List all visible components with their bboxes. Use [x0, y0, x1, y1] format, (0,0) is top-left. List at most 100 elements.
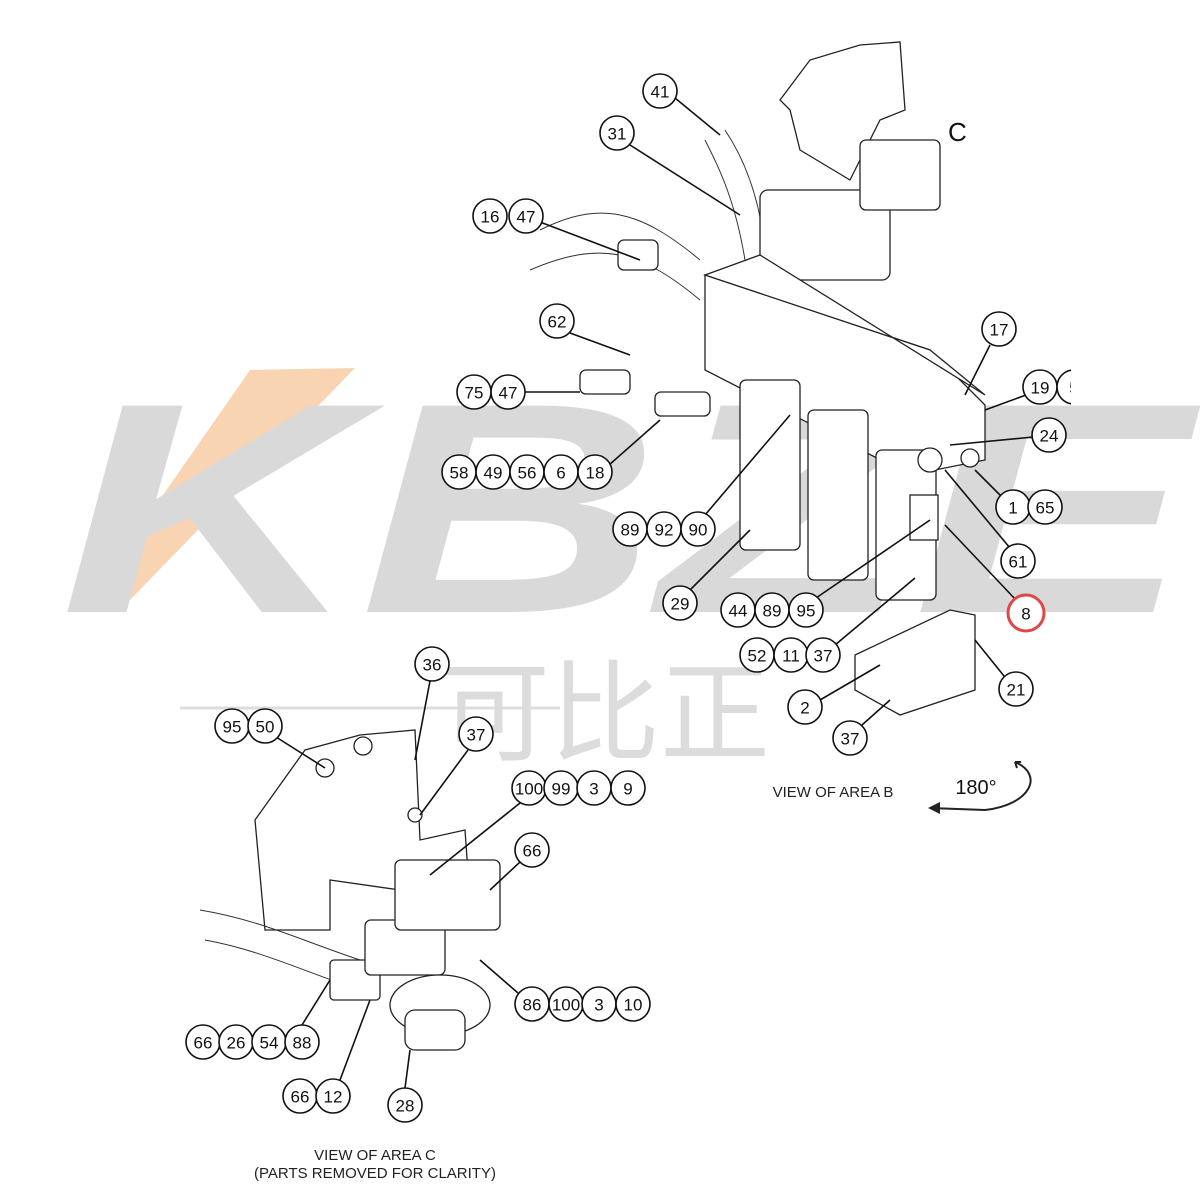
- callout-label: 1: [1008, 499, 1017, 518]
- callout-label: 21: [1007, 681, 1026, 700]
- callout-10: 10: [615, 986, 651, 1022]
- callout-label: 37: [841, 730, 860, 749]
- callout-circle: [490, 374, 526, 410]
- callout-100: 100: [511, 770, 547, 806]
- callout-label: 16: [481, 208, 500, 227]
- callout-95: 95: [788, 592, 824, 628]
- callout-label: 95: [223, 718, 242, 737]
- callout-circle: [315, 1078, 351, 1114]
- callout-label: 66: [523, 842, 542, 861]
- callout-circle: [284, 1024, 320, 1060]
- callout-66: 66: [514, 832, 550, 868]
- callout-3: 3: [581, 986, 617, 1022]
- callout-37: 37: [832, 720, 868, 756]
- callout-circle: [998, 671, 1034, 707]
- callout-88: 88: [284, 1024, 320, 1060]
- caption-area-c: VIEW OF AREA C: [314, 1147, 436, 1164]
- callout-26: 26: [218, 1024, 254, 1060]
- callout-31: 31: [599, 115, 635, 151]
- callout-label: 90: [689, 521, 708, 540]
- rotation-arrow-icon: [928, 802, 940, 814]
- callout-19: 19: [1022, 369, 1058, 405]
- callout-6: 6: [543, 454, 579, 490]
- callout-label: 66: [291, 1088, 310, 1107]
- callout-label: 89: [763, 602, 782, 621]
- callout-label: 62: [548, 313, 567, 332]
- callout-circle: [1027, 489, 1063, 525]
- callout-label: 61: [1009, 553, 1028, 572]
- callout-label: 29: [671, 595, 690, 614]
- callout-label: 17: [990, 321, 1009, 340]
- callout-label: 89: [621, 521, 640, 540]
- callout-label: 28: [396, 1097, 415, 1116]
- callout-2: 2: [787, 689, 823, 725]
- leader-lines: [275, 97, 1034, 1089]
- callout-47: 47: [508, 198, 544, 234]
- callout-label: 47: [499, 384, 518, 403]
- callout-circle: [577, 454, 613, 490]
- callout-circle: [788, 592, 824, 628]
- callout-circle: [1031, 417, 1067, 453]
- callout-label: 52: [748, 647, 767, 666]
- callout-56: 56: [509, 454, 545, 490]
- callout-95: 95: [214, 708, 250, 744]
- callout-100: 100: [548, 986, 584, 1022]
- callout-label: 95: [797, 602, 816, 621]
- callout-label: 56: [518, 464, 537, 483]
- callout-5: 5: [1056, 369, 1078, 405]
- callout-75: 75: [456, 374, 492, 410]
- callout-label: 10: [624, 996, 643, 1015]
- callout-circle: [662, 585, 698, 621]
- area-c-marker: C: [948, 117, 967, 147]
- callout-circle: [610, 770, 646, 806]
- callout-label: 92: [655, 521, 674, 540]
- callout-28: 28: [387, 1087, 423, 1123]
- callout-circle: [247, 708, 283, 744]
- callout-label: 3: [589, 780, 598, 799]
- callout-circle: [805, 637, 841, 673]
- callout-24: 24: [1031, 417, 1067, 453]
- callout-label: 99: [552, 780, 571, 799]
- callout-circle: [1056, 369, 1071, 405]
- callout-label: 24: [1040, 427, 1059, 446]
- rotation-indicator: 180°: [928, 761, 1032, 814]
- callout-47: 47: [490, 374, 526, 410]
- callout-label: 58: [450, 464, 469, 483]
- callout-circle: [832, 720, 868, 756]
- callout-37: 37: [805, 637, 841, 673]
- callout-label: 44: [729, 602, 748, 621]
- callout-41: 41: [642, 73, 678, 109]
- callout-1: 1: [995, 489, 1031, 525]
- callout-circle: [642, 73, 678, 109]
- callout-label: 2: [800, 699, 809, 718]
- area-b-assembly: [529, 41, 986, 716]
- callout-circle: [787, 689, 823, 725]
- callout-66: 66: [282, 1078, 318, 1114]
- callout-17: 17: [981, 311, 1017, 347]
- callout-29: 29: [662, 585, 698, 621]
- callout-37: 37: [458, 716, 494, 752]
- callout-50: 50: [247, 708, 283, 744]
- callout-circle: [981, 311, 1017, 347]
- callout-label: 37: [814, 647, 833, 666]
- callout-label: 8: [1021, 605, 1030, 624]
- callout-11: 11: [773, 637, 809, 673]
- callout-label: 47: [517, 208, 536, 227]
- callout-65: 65: [1027, 489, 1063, 525]
- callout-12: 12: [315, 1078, 351, 1114]
- callout-label: 5: [1069, 379, 1078, 398]
- watermark-chinese: 可比正: [440, 650, 770, 778]
- watermark-accent-stripe: [90, 368, 355, 600]
- callout-62: 62: [539, 303, 575, 339]
- callout-circle: [414, 646, 450, 682]
- callout-circle: [514, 832, 550, 868]
- callout-label: 19: [1031, 379, 1050, 398]
- area-c-assembly: [199, 729, 501, 1051]
- callout-circle: [1006, 593, 1046, 633]
- callout-89: 89: [754, 592, 790, 628]
- callout-label: 11: [782, 647, 800, 666]
- callout-label: 66: [194, 1034, 213, 1053]
- callout-54: 54: [251, 1024, 287, 1060]
- callout-label: 100: [515, 780, 543, 799]
